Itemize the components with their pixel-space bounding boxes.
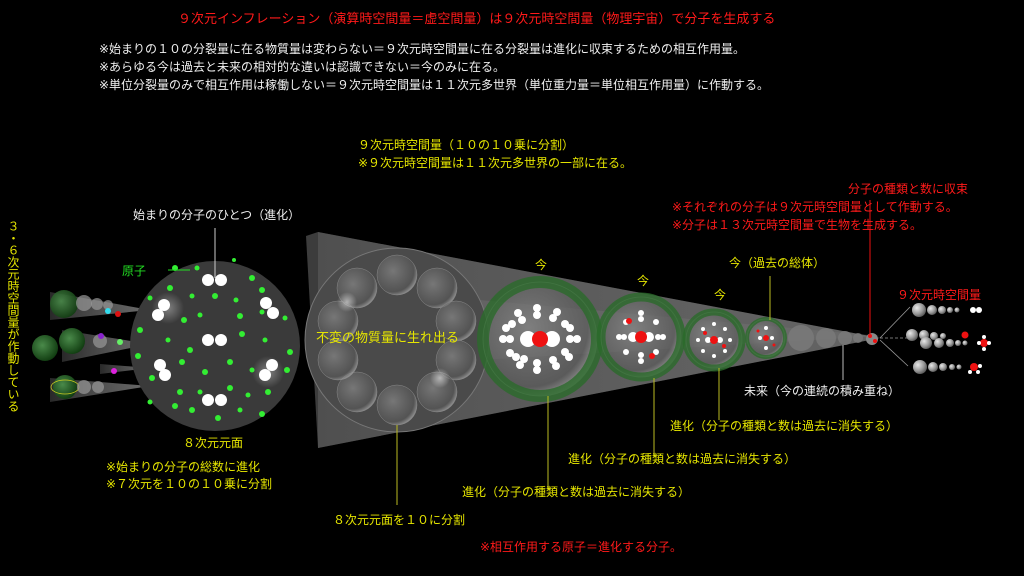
eighth-note-2: ※７次元を１０の１０乗に分割 [106,477,273,491]
evolution-label-3: 進化（分子の種類と数は過去に消失する） [670,419,899,433]
now-total-label: 今（過去の総体） [729,256,826,270]
first-molecule-label: 始まりの分子のひとつ（進化） [133,208,301,222]
evolution-label-1: 進化（分子の種類と数は過去に消失する） [462,485,691,499]
header-note-3: ※単位分裂量のみで相互作用は稼働しない＝９次元時空間量は１１次元多世界（単位重力… [99,78,770,92]
now-label-3: 今 [714,288,727,302]
future-spheres [788,325,863,351]
header-note-1: ※始まりの１０の分裂量に在る物質量は変わらない＝９次元時空間量に在る分裂量は進化… [99,42,746,56]
atom-label: 原子 [122,264,147,278]
bottom-note: ※相互作用する原子＝進化する分子。 [480,540,683,554]
eighth-note-1: ※始まりの分子の総数に進化 [106,460,261,474]
molecule-note-2: ※分子は１３次元時空間量で生物を生成する。 [672,218,923,232]
eighth-plane-label: ８次元元面 [183,436,244,450]
convergence-point [866,200,912,367]
now-label-2: 今 [637,274,650,288]
now-total-sphere [745,276,787,359]
header-note-2: ※あらゆる今は過去と未来の相対的な違いは認識できない＝今のみに在る。 [99,60,506,74]
page-title: ９次元インフレーション（演算時空間量＝虚空間量）は９次元時空間量（物理宇宙）で分… [178,12,776,27]
eighth-plane-sphere [130,228,300,431]
evolution-label-2: 進化（分子の種類と数は過去に消失する） [568,452,797,466]
cone-label-note: ※９次元時空間量は１１次元多世界の一部に在る。 [358,156,633,170]
now-sphere-1 [477,276,603,490]
small-cones-left [32,290,150,402]
converge-label: 分子の種類と数に収束 [848,182,969,196]
split-ten-sphere [304,247,490,505]
molecule-note-1: ※それぞれの分子は９次元時空間量として作動する。 [672,200,958,214]
split-label: ８次元元面を１０に分割 [333,513,466,527]
output-streams [906,303,991,374]
now-label-1: 今 [535,258,548,272]
now-sphere-2 [596,292,686,457]
cone-label-title: ９次元時空間量（１０の１０乗に分割） [358,138,575,152]
unchanged-label: 不変の物質量に生れ出る [316,331,460,346]
nine-dim-label: ９次元時空間量 [897,288,982,302]
vertical-label: ３・６次元時空間量が作動している [6,220,20,412]
future-label: 未来（今の連続の積み重ね） [744,384,901,398]
now-sphere-3 [682,308,746,420]
